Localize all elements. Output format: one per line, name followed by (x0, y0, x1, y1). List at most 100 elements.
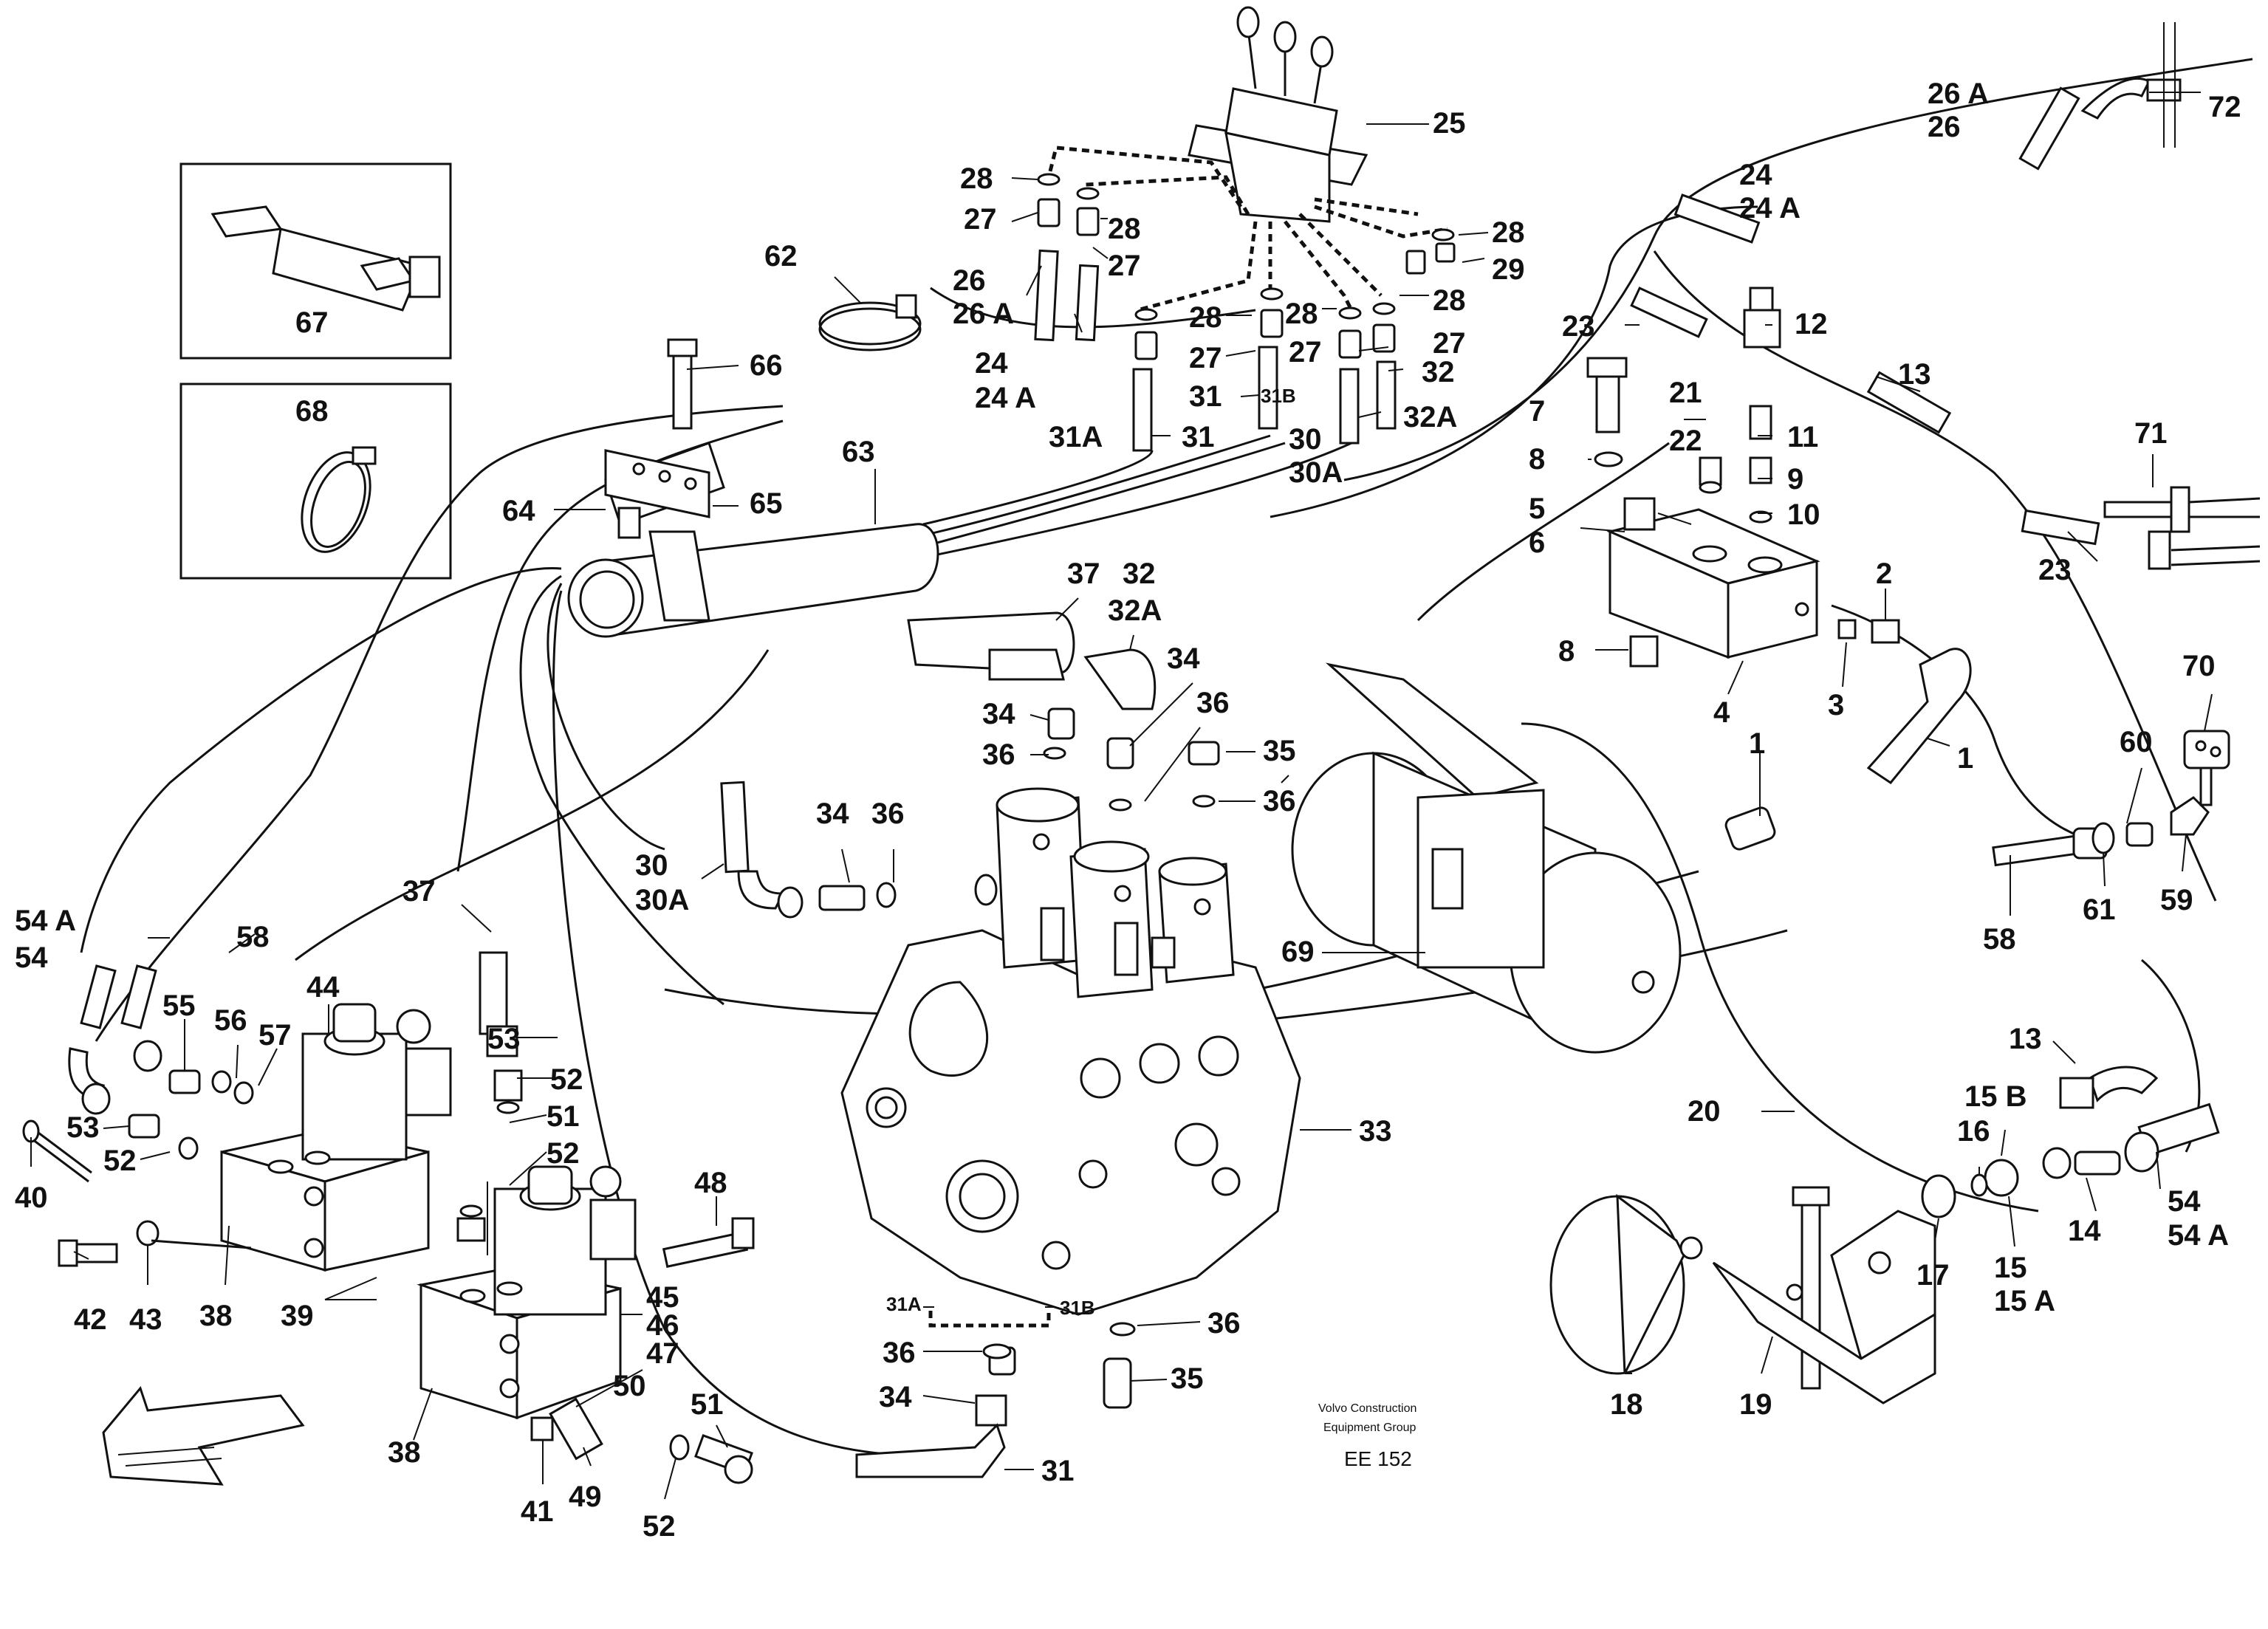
callout-34b: 34 (982, 698, 1015, 730)
callout-68: 68 (295, 395, 329, 428)
callout-24Aa: 24 A (975, 382, 1036, 414)
callout-27e: 27 (1433, 327, 1466, 360)
callout-31B-bot: 31B (1060, 1297, 1095, 1319)
callout-56: 56 (214, 1004, 247, 1037)
callout-17: 17 (1916, 1259, 1950, 1292)
servo-control-lever-valve (1188, 6, 1368, 223)
callout-30b: 30 (635, 849, 668, 882)
callout-50: 50 (613, 1370, 646, 1402)
callout-59: 59 (2160, 884, 2193, 916)
callout-31: 31 (1189, 380, 1222, 413)
callout-30Ab: 30A (635, 884, 689, 916)
hoses-right-mid (1724, 648, 1972, 851)
callout-72: 72 (2208, 91, 2241, 123)
callout-15B: 15 B (1964, 1080, 2027, 1113)
callout-66: 66 (750, 349, 783, 382)
callout-20: 20 (1688, 1095, 1721, 1128)
callout-28d: 28 (1285, 298, 1318, 330)
callout-15: 15 (1994, 1252, 2027, 1284)
callout-27a: 27 (964, 203, 997, 236)
callout-6: 6 (1529, 527, 1545, 559)
pilot-hoses-upper (922, 249, 1397, 559)
callout-10: 10 (1787, 498, 1820, 531)
callout-54b: 54 (2168, 1185, 2201, 1218)
callout-36b: 36 (982, 738, 1015, 771)
callout-48: 48 (694, 1167, 727, 1199)
callout-7: 7 (1529, 395, 1545, 428)
pilot-dashed-lines (1046, 145, 1448, 312)
main-valve-fittings (720, 611, 1220, 1478)
callout-39: 39 (281, 1300, 314, 1332)
left-bolts-fittings (22, 951, 755, 1484)
callout-30: 30 (1289, 423, 1322, 456)
callout-2: 2 (1876, 558, 1892, 590)
hose-protection-tube (567, 338, 939, 638)
callout-61: 61 (2083, 894, 2116, 926)
callout-32Ab: 32A (1108, 594, 1162, 627)
callout-31A: 31A (1049, 421, 1103, 453)
callout-34c: 34 (816, 798, 849, 830)
valve-block (1606, 497, 1820, 668)
callout-26A: 26 A (953, 298, 1014, 330)
callout-28b: 28 (1108, 213, 1141, 245)
pilot-fittings-upper (1037, 173, 1456, 360)
callout-31B-top: 31B (1261, 385, 1296, 407)
callout-43: 43 (129, 1303, 162, 1336)
callout-18: 18 (1610, 1388, 1643, 1421)
callout-34a: 34 (1167, 642, 1200, 675)
callout-16: 16 (1957, 1115, 1990, 1148)
publisher-line-2: Equipment Group (1323, 1421, 1416, 1434)
callout-31b: 31 (1182, 421, 1215, 453)
callout-67: 67 (295, 306, 329, 339)
callout-24Ab: 24 A (1739, 192, 1801, 224)
hose-clamp (818, 294, 922, 351)
callout-27d: 27 (1289, 336, 1322, 368)
callout-28a: 28 (960, 162, 993, 195)
callout-37a: 37 (1067, 558, 1100, 590)
main-control-valve (840, 787, 1301, 1316)
callout-13b: 13 (2009, 1023, 2042, 1055)
callout-58a: 58 (1983, 923, 2016, 956)
callout-47: 47 (646, 1337, 679, 1370)
callout-51a: 51 (547, 1100, 580, 1133)
callout-12: 12 (1795, 308, 1828, 340)
direction-arrow-icon (102, 1385, 305, 1486)
callout-4: 4 (1713, 696, 1730, 729)
callout-23a: 23 (1562, 310, 1595, 343)
callout-70: 70 (2182, 650, 2216, 682)
callout-58b: 58 (236, 921, 270, 953)
callout-54: 54 (15, 942, 48, 974)
callout-60: 60 (2120, 726, 2153, 758)
callout-49: 49 (569, 1481, 602, 1513)
callout-27b: 27 (1108, 250, 1141, 282)
callout-40: 40 (15, 1182, 48, 1214)
callout-1a: 1 (1749, 727, 1765, 760)
callout-34d: 34 (879, 1381, 912, 1413)
callout-27c: 27 (1189, 342, 1222, 374)
callout-33: 33 (1359, 1115, 1392, 1148)
callout-63: 63 (842, 436, 875, 468)
callout-36d: 36 (871, 798, 905, 830)
callout-14: 14 (2068, 1215, 2101, 1247)
callout-54A: 54 A (15, 905, 76, 937)
valve-block-fittings (1586, 287, 1900, 644)
callout-32b: 32 (1123, 558, 1156, 590)
callout-62: 62 (764, 240, 798, 272)
callout-57: 57 (258, 1019, 292, 1052)
callout-41: 41 (521, 1495, 554, 1528)
callout-13a: 13 (1898, 358, 1931, 391)
callout-55: 55 (162, 990, 196, 1022)
publisher-line-1: Volvo Construction (1318, 1402, 1416, 1415)
callout-53b: 53 (66, 1111, 100, 1144)
callout-38b: 38 (388, 1436, 421, 1469)
callout-15A: 15 A (1994, 1285, 2055, 1317)
callout-36e: 36 (1207, 1307, 1241, 1340)
callout-28e: 28 (1433, 284, 1466, 317)
callout-52c: 52 (103, 1145, 137, 1177)
callout-69: 69 (1281, 936, 1315, 968)
callout-23b: 23 (2038, 554, 2072, 586)
diagram-code: EE 152 (1344, 1447, 1412, 1470)
callout-36c: 36 (1263, 785, 1296, 817)
pressure-accumulator-pedal (1291, 662, 1682, 1054)
callout-36a: 36 (1196, 687, 1230, 719)
